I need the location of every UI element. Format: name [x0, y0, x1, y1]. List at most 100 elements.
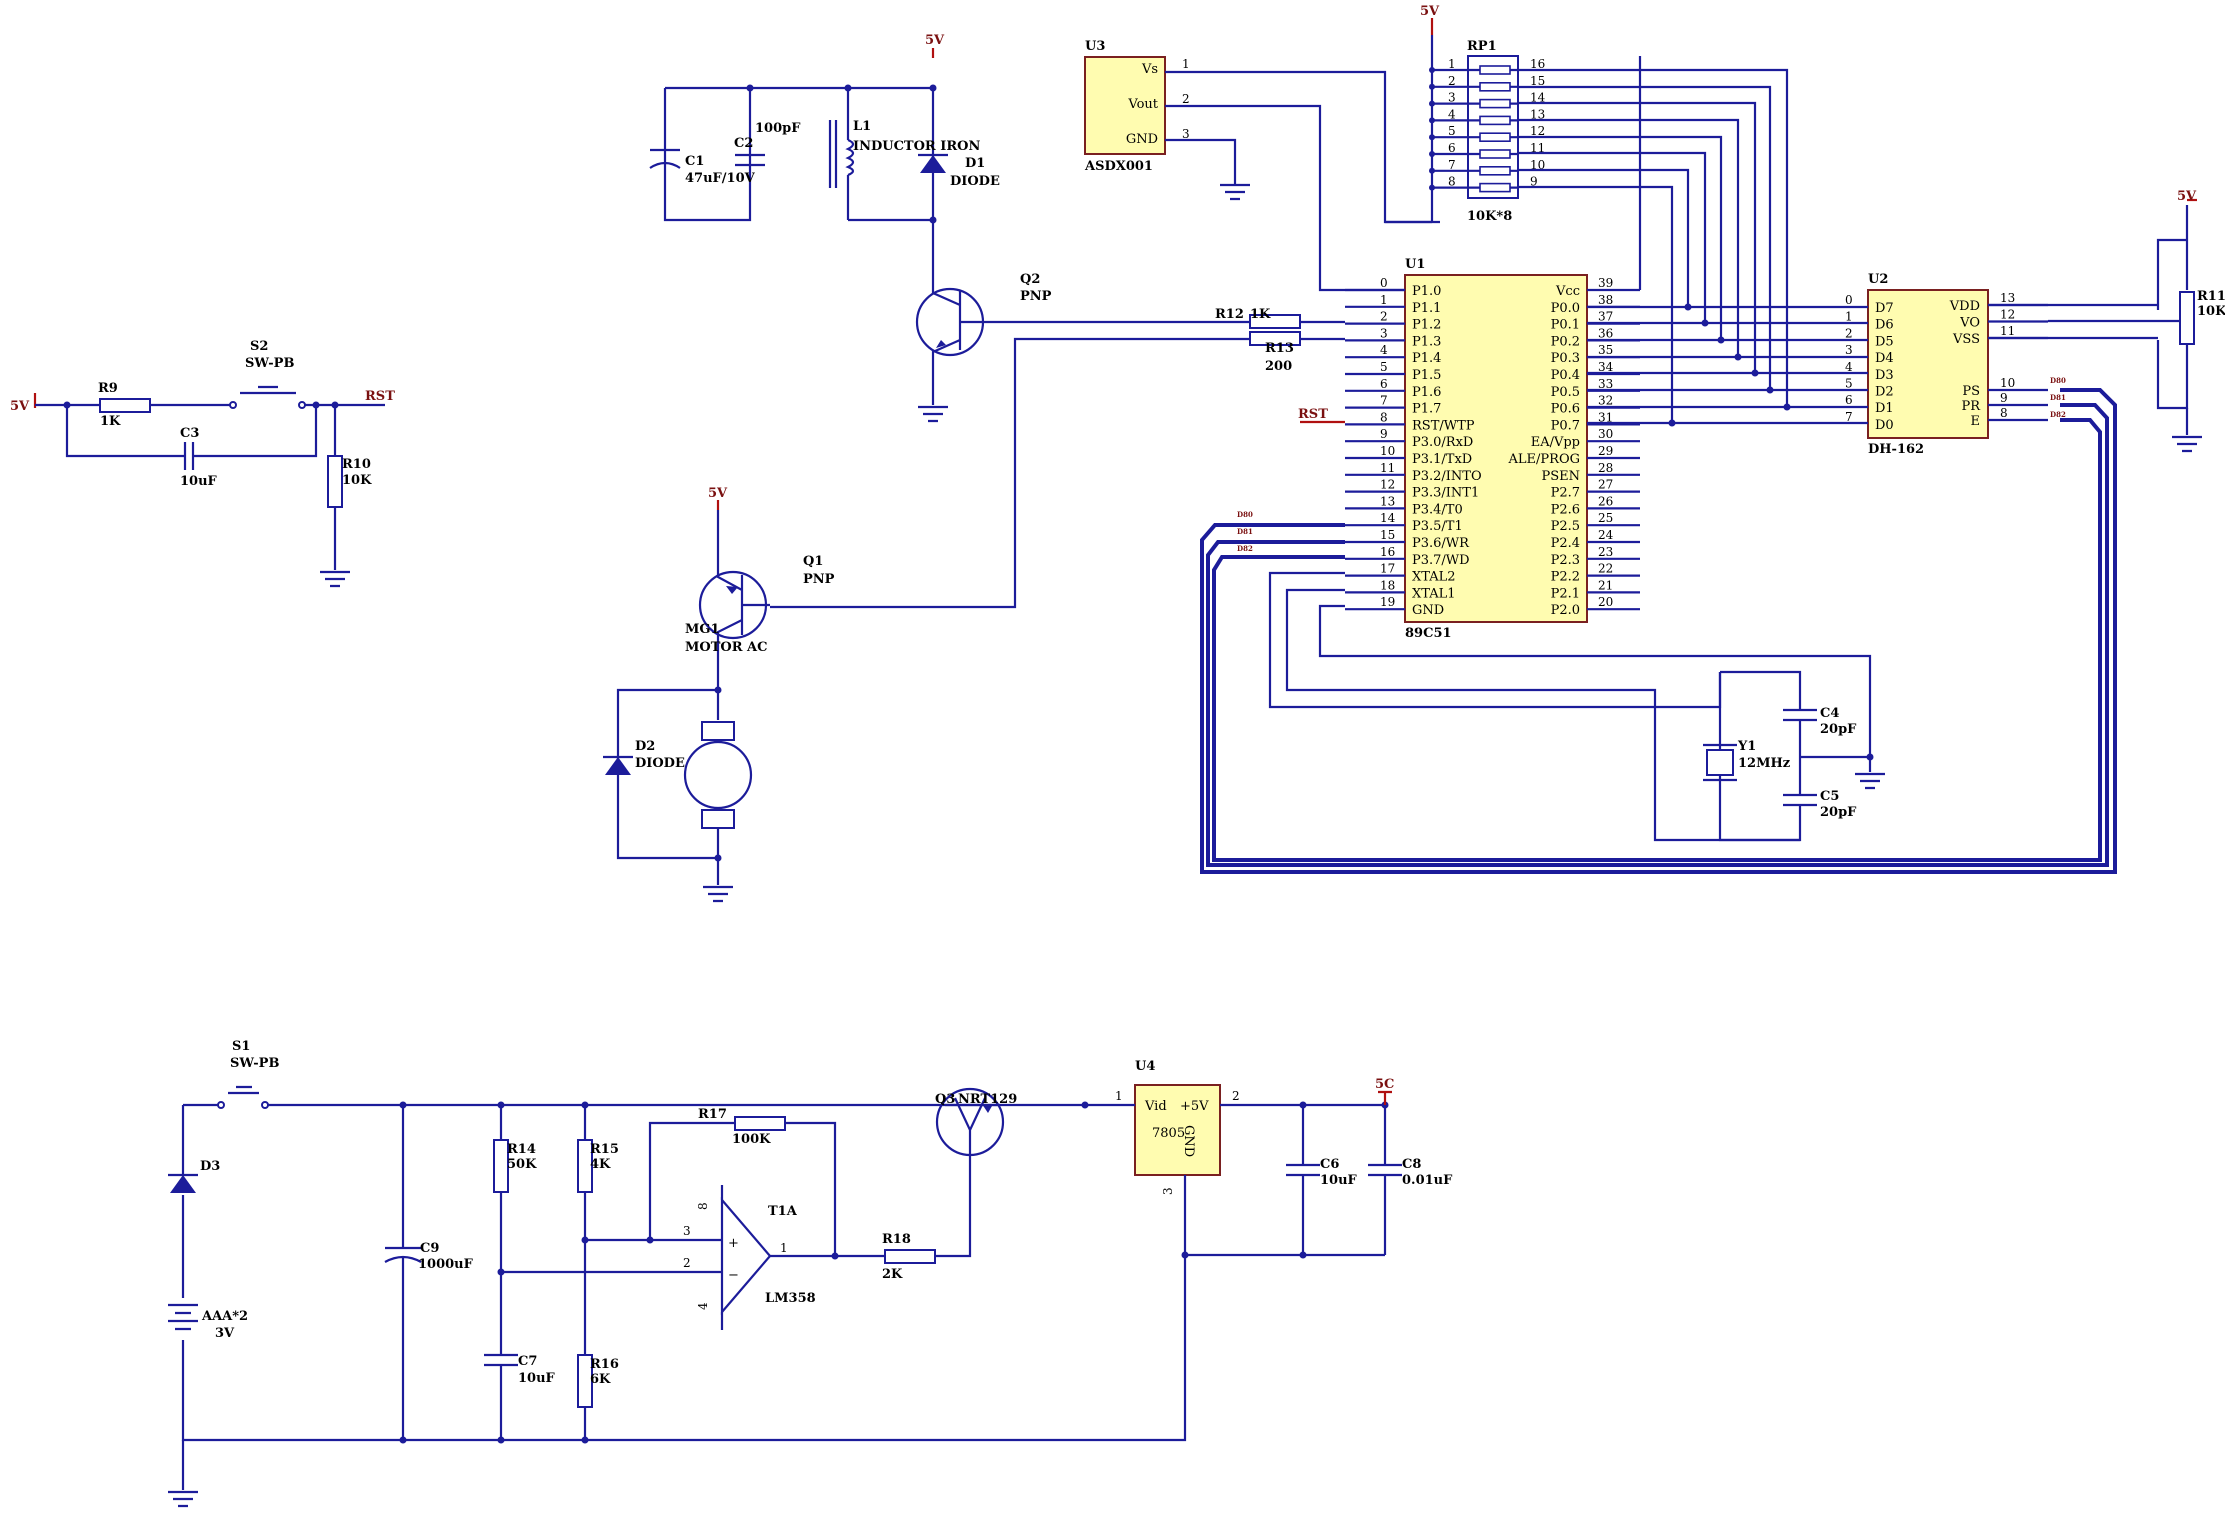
q3-ref: Q3 [935, 1092, 955, 1107]
u1-pin-name: P0.0 [1551, 301, 1580, 316]
crystal-circuit: Y1 12MHz C4 20pF C5 20pF [1268, 571, 1885, 842]
boost-5v-label: 5V [925, 33, 945, 48]
rp1-pin-left: 6 [1448, 141, 1456, 155]
u2-pin-name: VSS [1952, 332, 1980, 347]
u1-pin-num: 19 [1380, 595, 1395, 609]
u3-sensor: U3 ASDX001 Vs Vout GND 1 2 3 [1084, 39, 1440, 292]
rp1-resistor [1479, 115, 1511, 126]
u3-part: ASDX001 [1084, 159, 1153, 174]
u4-gnd: GND [1181, 1125, 1196, 1157]
motor-circuit: 5V Q1 PNP MG1 MOTOR AC D2 DIODE [603, 486, 835, 903]
t1a-val: LM358 [765, 1291, 816, 1306]
u2-pin-name: D0 [1875, 418, 1894, 433]
t1a-pin1: 1 [780, 1241, 788, 1255]
u4-p1: 1 [1115, 1089, 1123, 1103]
r12-val: 1K [1250, 307, 1271, 322]
u1-pin-name: P0.6 [1551, 402, 1580, 417]
rp1-pin-left: 4 [1448, 107, 1456, 121]
u1-pin-name: P1.3 [1412, 334, 1441, 349]
t1a-pin2: 2 [683, 1256, 691, 1270]
c1-val: 47uF/10V [685, 171, 756, 186]
u1-pin-num: 0 [1380, 276, 1388, 290]
c3-val: 10uF [180, 474, 218, 489]
c9-val: 1000uF [418, 1257, 474, 1272]
r17-ref: R17 [698, 1107, 727, 1122]
r16-val: 6K [590, 1372, 611, 1387]
u1-pin-num: 25 [1598, 511, 1613, 525]
u1-pin-num: 18 [1380, 578, 1395, 592]
u1-pin-name: P2.1 [1551, 586, 1580, 601]
c1-ref: C1 [685, 154, 704, 169]
ground-icon [2172, 435, 2202, 453]
rp1-resistor [1479, 149, 1511, 159]
r14-val: 50K [507, 1157, 537, 1172]
opamp-plus: + [728, 1236, 739, 1251]
rp1-resistor [1479, 98, 1511, 109]
u1-pin-name: P0.2 [1551, 334, 1580, 349]
u2-pin-num: 0 [1845, 293, 1853, 307]
u4-p3: 3 [1161, 1187, 1175, 1195]
u1-pin-name: P0.3 [1551, 351, 1580, 366]
junction-dot [1429, 117, 1435, 124]
bus-label-d80-mcu: D80 [1237, 510, 1253, 519]
motor-5v-label: 5V [708, 486, 728, 501]
y1-val: 12MHz [1738, 756, 1790, 771]
t1a-ref: T1A [768, 1204, 798, 1219]
u3-pin-vout: Vout [1127, 97, 1158, 112]
u2-pin-name: PR [1961, 399, 1981, 414]
u1-pin-num: 5 [1380, 360, 1388, 374]
u1-pin-name: P2.2 [1551, 570, 1580, 585]
rp1-pin-right: 11 [1530, 141, 1545, 155]
u1-pin-num: 21 [1598, 578, 1613, 592]
u1-pin-num: 35 [1598, 343, 1613, 357]
s2-ref: S2 [250, 339, 268, 354]
u2-pin-num: 5 [1845, 377, 1853, 391]
c9-ref: C9 [420, 1241, 439, 1256]
ground-icon [918, 405, 948, 423]
u1-pin-name: P3.4/T0 [1412, 502, 1463, 517]
u2-pin-num: 1 [1845, 310, 1853, 324]
u2-pin-name: E [1971, 414, 1981, 429]
r12-ref: R12 [1215, 307, 1244, 322]
rp1-resistor [1479, 166, 1511, 176]
u1-pin-num: 12 [1380, 478, 1395, 492]
rp1-pin-right: 16 [1530, 57, 1545, 71]
r10-val: 10K [342, 473, 372, 488]
u1-pin-name: P1.1 [1412, 301, 1441, 316]
ground-icon [168, 1490, 198, 1508]
u1-mcu: U1 89C51 0P1.01P1.12P1.23P1.34P1.45P1.56… [1298, 56, 1642, 641]
junction-dot [1429, 83, 1435, 90]
c7-ref: C7 [518, 1354, 537, 1369]
d1-ref: D1 [965, 156, 985, 171]
u1-pin-name: P3.3/INT1 [1412, 486, 1479, 501]
mg1-ref: MG1 [685, 622, 720, 637]
u2-pin-num: 8 [2000, 406, 2008, 420]
rp1-pin-left: 1 [1448, 57, 1456, 71]
rp1-resistor [1479, 82, 1511, 92]
u2-pin-name: D4 [1875, 351, 1894, 366]
output-5c-label: 5C [1375, 1077, 1394, 1092]
u1-pin-num: 32 [1598, 394, 1613, 408]
c2-val: 100pF [755, 121, 801, 136]
r10-ref: R10 [342, 457, 371, 472]
l1-val: INDUCTOR IRON [853, 139, 980, 154]
c2-ref: C2 [734, 136, 753, 151]
u1-pin-name: P3.7/WD [1412, 553, 1470, 568]
u4-vid: Vid [1144, 1099, 1167, 1114]
power-supply-circuit: S1 SW-PB D3 AAA*2 3V C9 1000uF R14 50K C… [168, 1039, 1453, 1508]
c5-ref: C5 [1820, 789, 1839, 804]
u1-pin-name: RST/WTP [1412, 418, 1475, 433]
u1-pin-name: P1.5 [1412, 368, 1441, 383]
u1-pin-num: 36 [1598, 326, 1613, 340]
u1-pin-name: P2.3 [1551, 553, 1580, 568]
u1-pin-num: 20 [1598, 595, 1613, 609]
u1-pin-name: P1.7 [1412, 402, 1441, 417]
u1-pin-num: 17 [1380, 562, 1395, 576]
ground-icon [703, 885, 733, 903]
t1a-pin3: 3 [683, 1224, 691, 1238]
u1-pin-name: P3.5/T1 [1412, 519, 1463, 534]
c6-ref: C6 [1320, 1157, 1339, 1172]
d3-ref: D3 [200, 1159, 220, 1174]
boost-circuit: 5V C1 47uF/10V C2 100pF L1 INDUCTOR IRON… [649, 33, 1345, 609]
